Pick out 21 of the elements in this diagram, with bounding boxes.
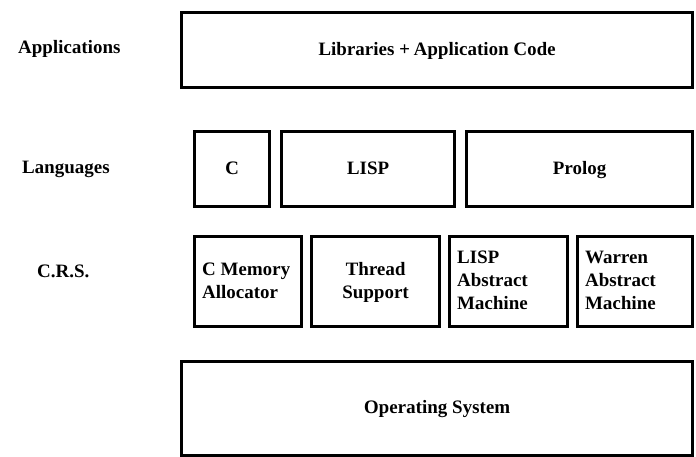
box-label: C	[225, 158, 239, 180]
layer-box	[310, 235, 441, 328]
layer-box	[448, 235, 569, 328]
box-label: Warren Abstract Machine	[585, 247, 657, 316]
box-label: Libraries + Application Code	[318, 38, 556, 62]
layer-box	[465, 130, 694, 208]
box-label: LISP	[346, 158, 390, 180]
box-label: C Memory Allocator	[202, 258, 292, 304]
box-label: LISP Abstract Machine	[457, 247, 529, 316]
box-label: Thread Support	[341, 258, 410, 304]
box-label: Operating System	[364, 397, 510, 420]
layer-box	[193, 235, 303, 328]
layer-box	[193, 130, 271, 208]
layer-box	[180, 360, 694, 457]
layer-box	[180, 11, 694, 89]
layer-label: Applications	[18, 37, 120, 59]
layer-box	[576, 235, 694, 328]
box-label: Prolog	[552, 158, 606, 180]
layer-label: Languages	[22, 157, 110, 179]
layer-box	[280, 130, 456, 208]
layer-label: C.R.S.	[37, 261, 90, 283]
